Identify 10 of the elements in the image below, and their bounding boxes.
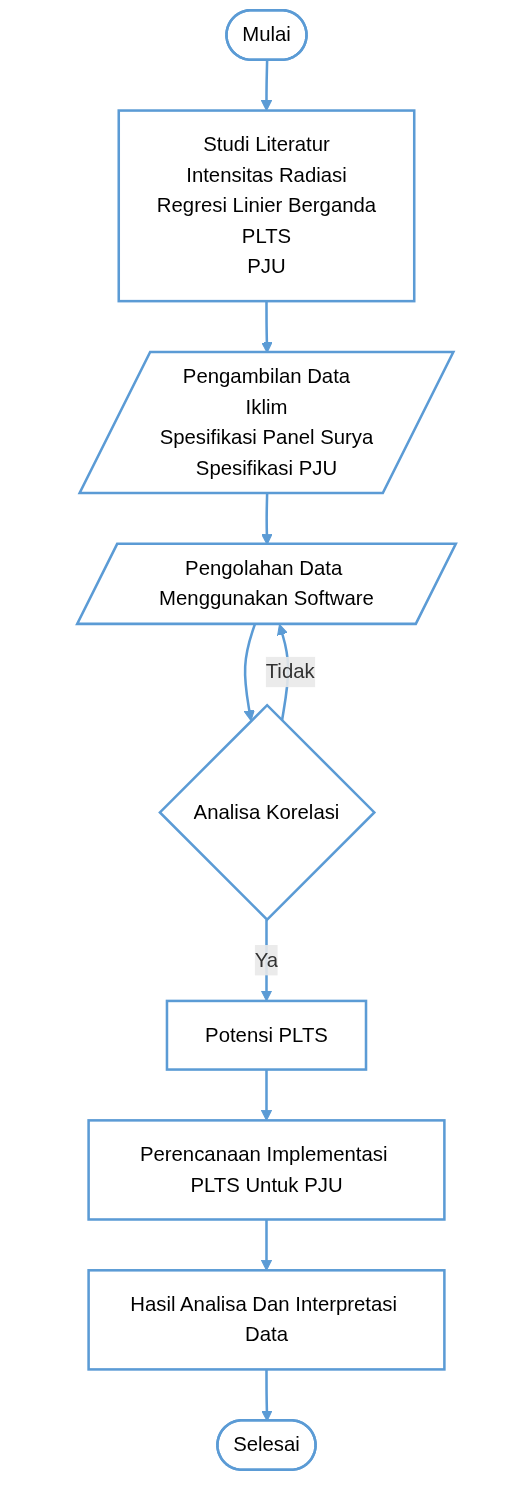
node-diamond: Analisa Korelasi: [157, 703, 376, 922]
arrow: [243, 624, 256, 722]
edge-label: Tidak: [265, 660, 315, 683]
node-box: Studi Literatur Intensitas Radiasi Regresi Linier Berganda PLTS PJU: [117, 109, 415, 303]
node-box: Hasil Analisa Dan Interpretasi Data: [86, 1269, 446, 1371]
node-box: Perencanaan Implementasi PLTS Untuk PJU: [86, 1119, 446, 1221]
arrow: [260, 1069, 272, 1121]
edge-label: Ya: [254, 948, 278, 971]
node-box: Potensi PLTS: [165, 999, 367, 1071]
arrow: [260, 1219, 272, 1271]
